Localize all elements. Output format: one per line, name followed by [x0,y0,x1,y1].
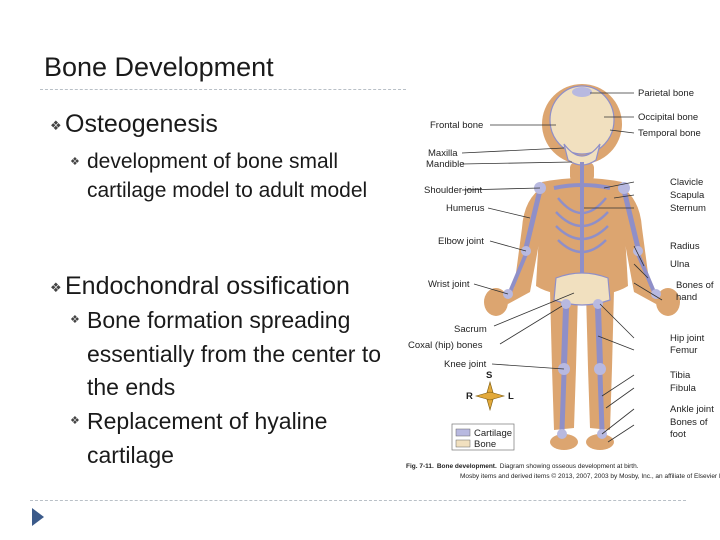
label-ankle-joint: Ankle joint [670,404,714,415]
footer-divider [30,500,686,501]
leader-lines [461,92,663,443]
label-clavicle: Clavicle [670,177,703,188]
bullet-endochondral: Endochondral ossification [65,272,350,300]
label-hip-joint: Hip joint [670,333,705,344]
compass-superior: S [486,370,492,381]
label-maxilla: Maxilla [428,148,458,159]
label-wrist-joint: Wrist joint [428,279,470,290]
label-sternum: Sternum [670,203,706,214]
compass-left: L [508,391,514,402]
label-scapula: Scapula [670,190,705,201]
label-coxal-bones: Coxal (hip) bones [408,340,483,351]
bullet-icon: ❖ [50,118,62,133]
label-parietal-bone: Parietal bone [638,88,694,99]
compass-rose: S R L [466,370,514,412]
sub-bullet-spreading: Bone formation spreading essentially fro… [87,307,382,400]
skeleton-bones [508,85,656,431]
legend-bone: Bone [474,439,496,450]
figure-caption: Fig. 7-11.Bone development.Diagram showi… [406,463,639,470]
label-bones-of-hand-1: Bones of [676,280,714,291]
label-ulna: Ulna [670,259,690,270]
sub-bullet-icon: ❖ [70,314,80,326]
label-sacrum: Sacrum [454,324,487,335]
label-frontal-bone: Frontal bone [430,120,483,131]
bullet-icon: ❖ [50,280,62,295]
label-fibula: Fibula [670,383,697,394]
caption-fig-number: Fig. 7-11. [406,463,434,470]
label-knee-joint: Knee joint [444,359,487,370]
label-occipital-bone: Occipital bone [638,112,698,123]
sub-bullet-hyaline: Replacement of hyaline cartilage [87,408,328,468]
label-bones-of-foot-1: Bones of [670,417,708,428]
label-bones-of-hand-2: hand [676,292,697,303]
legend-swatch-cartilage [455,428,471,437]
title-divider [40,89,406,90]
legend: Cartilage Bone [451,423,515,451]
caption-title: Bone development. [437,463,497,470]
slide-title: Bone Development [44,52,274,82]
bullet-osteogenesis: Osteogenesis [65,110,218,138]
sub-bullet-icon: ❖ [70,415,80,427]
label-tibia: Tibia [670,370,691,381]
label-humerus: Humerus [446,203,485,214]
label-femur: Femur [670,345,697,356]
label-bones-of-foot-2: foot [670,429,686,440]
figure-credit: Mosby items and derived items © 2013, 20… [460,472,720,480]
label-elbow-joint: Elbow joint [438,236,484,247]
sub-bullet-osteogenesis-def: development of bone small cartilage mode… [87,150,368,202]
label-mandible: Mandible [426,159,465,170]
legend-cartilage: Cartilage [474,428,512,439]
compass-right: R [466,391,473,402]
caption-description: Diagram showing osseous development at b… [500,463,639,470]
skeleton-figure: Frontal bone Maxilla Mandible Shoulder j… [406,84,720,480]
label-shoulder-joint: Shoulder joint [424,185,482,196]
label-temporal-bone: Temporal bone [638,128,701,139]
legend-swatch-bone [455,439,471,448]
slide-nav-arrow-icon[interactable] [32,508,44,526]
sub-bullet-icon: ❖ [70,156,80,168]
label-radius: Radius [670,241,700,252]
